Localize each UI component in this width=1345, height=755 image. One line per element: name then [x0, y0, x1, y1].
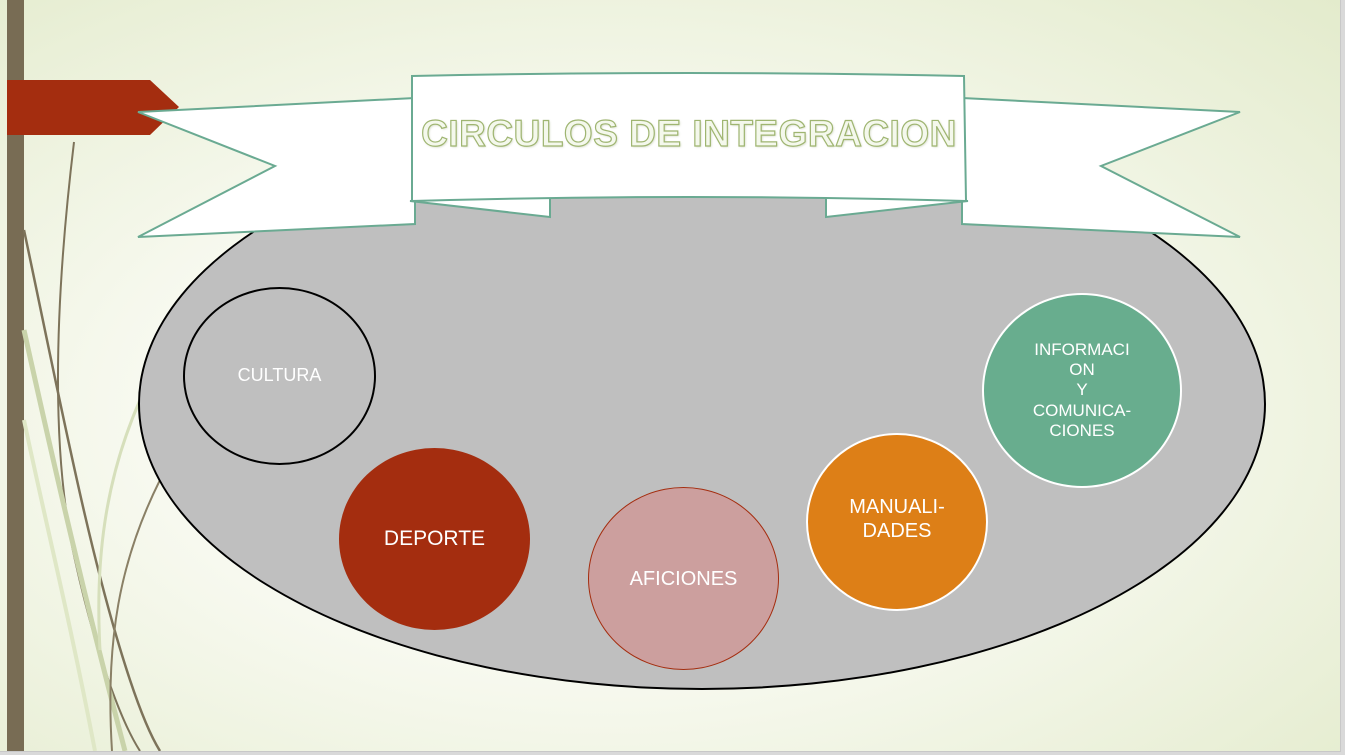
circle-label-manualidades-line-2: DADES [862, 520, 932, 542]
circle-label-info-line-5: CIONES [1049, 421, 1115, 441]
circle-label-cultura: CULTURA [237, 365, 322, 386]
circle-label-info-line-2: ON [1069, 359, 1095, 379]
left-accent-bar [7, 0, 24, 751]
circle-manualidades: MANUALI- DADES [806, 433, 988, 611]
circle-label-info-line-4: COMUNICA- [1032, 400, 1132, 420]
circle-label-info-line-1: INFORMACI [1034, 339, 1130, 359]
title-ribbon-banner [137, 72, 1241, 238]
circle-label-manualidades-line-1: MANUALI- [849, 496, 945, 518]
circle-deporte: DEPORTE [339, 448, 530, 630]
circle-aficiones: AFICIONES [588, 487, 779, 670]
circle-label-deporte: DEPORTE [383, 527, 486, 551]
circle-informacion-comunicaciones: INFORMACI ON Y COMUNICA- CIONES [982, 293, 1182, 488]
decorative-grass-lines [21, 141, 162, 751]
circle-cultura: CULTURA [183, 287, 376, 465]
circle-label-info-line-3: Y [1076, 380, 1088, 400]
slide-title: CIRCULOS DE INTEGRACION [421, 112, 957, 154]
circle-label-aficiones: AFICIONES [629, 567, 738, 590]
red-flag-marker [7, 80, 179, 135]
